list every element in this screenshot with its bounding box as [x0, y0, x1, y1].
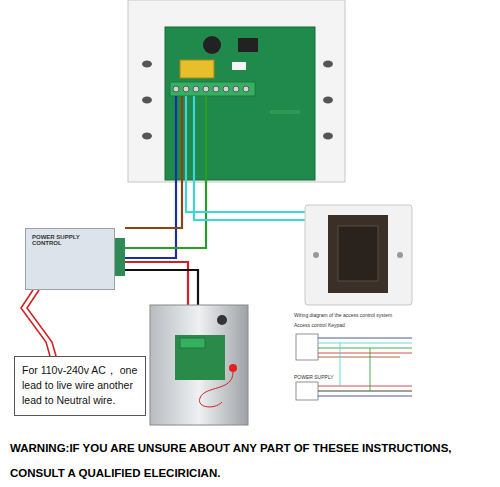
exit-switch [305, 205, 412, 305]
power-lead-pair [27, 290, 56, 356]
node-text: Access control Keypad [294, 322, 418, 328]
wiring-thumbnail: Wiring diagram of the access control sys… [292, 308, 420, 408]
node-text: POWER SUPPLY [294, 374, 418, 380]
electric-lock [150, 305, 248, 425]
power-supply-box: POWER SUPPLY CONTROL [25, 228, 115, 290]
power-lead [21, 290, 50, 356]
thumbnail-lines [296, 334, 412, 400]
controller-panel [128, 0, 345, 182]
node-text: Wiring diagram of the access control sys… [294, 312, 418, 318]
terminal-strip [115, 238, 125, 276]
node-text: POWER SUPPLY CONTROL [32, 234, 108, 246]
node-text: For 110v-240v AC， one lead to live wire … [22, 363, 138, 409]
note-box: For 110v-240v AC， one lead to live wire … [14, 356, 146, 416]
warning-text: WARNING:IF YOU ARE UNSURE ABOUT ANY PART… [10, 436, 492, 486]
